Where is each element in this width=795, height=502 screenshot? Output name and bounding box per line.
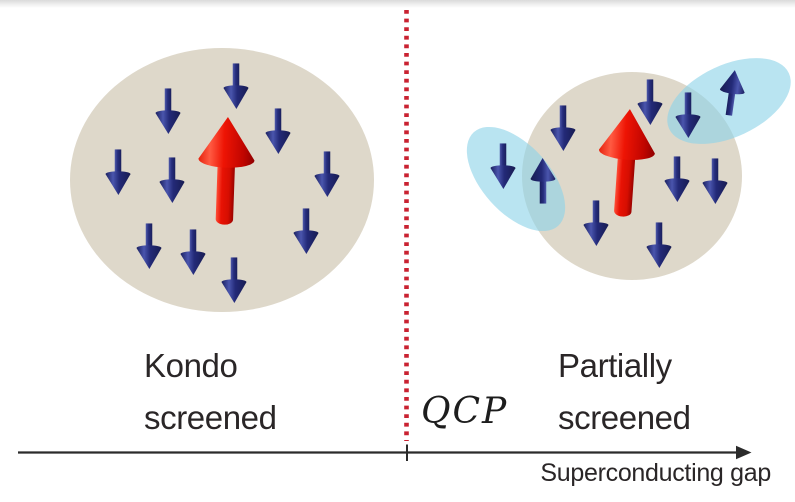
- x-axis: [18, 444, 752, 461]
- singlet-pair-ellipse: [466, 126, 566, 232]
- partially-screened-label: Partially screened: [558, 347, 691, 436]
- kondo-screened-label: Kondo screened: [144, 347, 277, 436]
- top-gradient-band: [0, 0, 795, 8]
- axis-arrowhead-icon: [736, 445, 752, 460]
- qcp-label: QCP: [421, 391, 509, 432]
- axis-label: Superconducting gap: [540, 459, 771, 487]
